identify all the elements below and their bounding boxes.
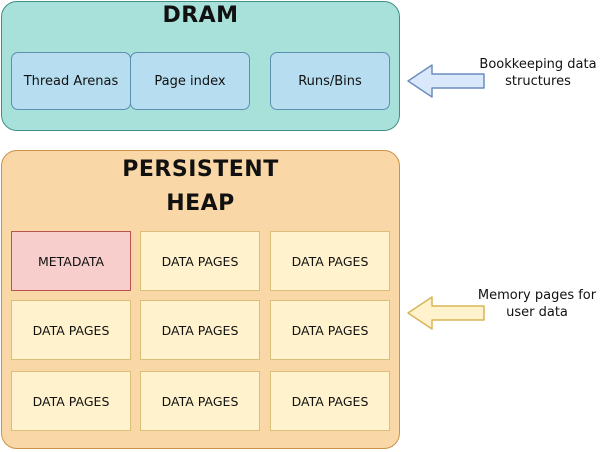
- page-index-box: Page index: [130, 52, 250, 110]
- data-pages-box: DATA PAGES: [11, 371, 131, 431]
- data-pages-box: DATA PAGES: [140, 371, 260, 431]
- data-pages-box: DATA PAGES: [270, 371, 390, 431]
- bookkeeping-arrow-icon: [407, 64, 485, 98]
- memory-note-line2: user data: [506, 305, 568, 320]
- metadata-box: METADATA: [11, 231, 131, 291]
- bookkeeping-note-line1: Bookkeeping data: [479, 57, 597, 72]
- persistent-heap-title: PERSISTENT HEAP: [1, 153, 400, 221]
- data-pages-box: DATA PAGES: [270, 300, 390, 360]
- heap-title-line2: HEAP: [166, 191, 235, 216]
- bookkeeping-note-line2: structures: [505, 74, 571, 89]
- data-pages-box: DATA PAGES: [11, 300, 131, 360]
- runs-bins-box: Runs/Bins: [270, 52, 390, 110]
- data-pages-box: DATA PAGES: [270, 231, 390, 291]
- bookkeeping-note: Bookkeeping data structures: [478, 56, 598, 90]
- dram-title: DRAM: [162, 3, 239, 28]
- data-pages-box: DATA PAGES: [140, 300, 260, 360]
- memory-pages-arrow-icon: [407, 296, 485, 330]
- thread-arenas-box: Thread Arenas: [11, 52, 131, 110]
- data-pages-box: DATA PAGES: [140, 231, 260, 291]
- memory-pages-note: Memory pages for user data: [476, 287, 598, 321]
- heap-title-line1: PERSISTENT: [122, 157, 279, 182]
- memory-note-line1: Memory pages for: [477, 288, 597, 303]
